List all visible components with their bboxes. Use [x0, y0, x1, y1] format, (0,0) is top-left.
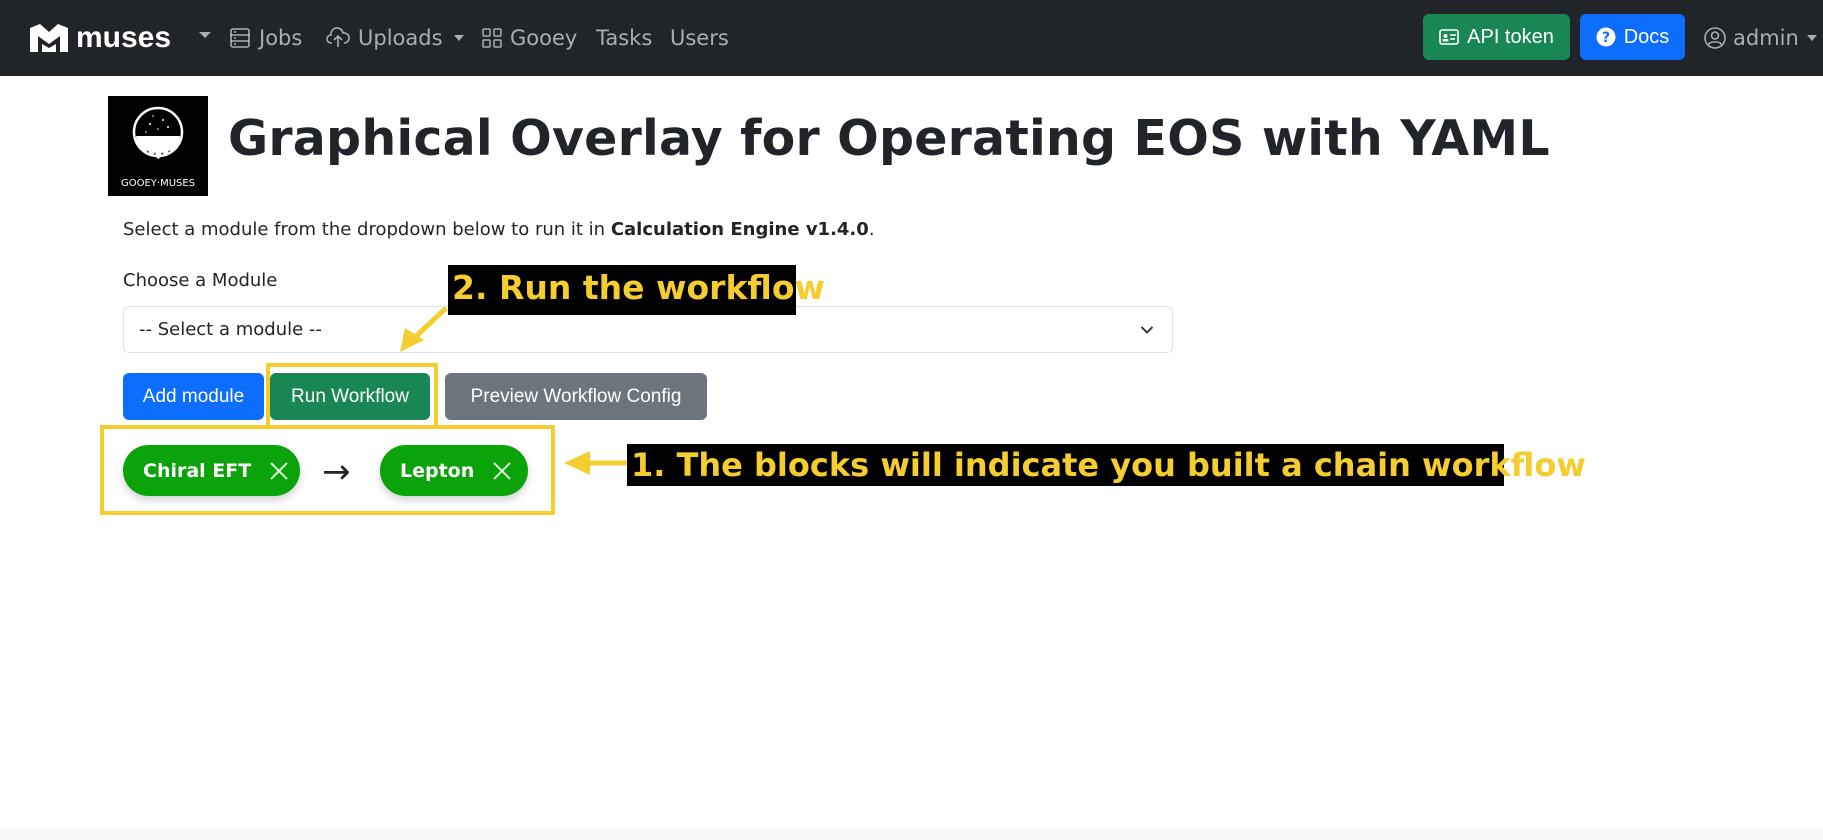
nav-users[interactable]: Users — [670, 20, 729, 56]
annotation-arrow-step-1-icon — [564, 451, 627, 475]
user-dropdown-caret-icon — [1806, 35, 1817, 41]
close-icon[interactable] — [269, 461, 289, 481]
user-name: admin — [1733, 26, 1799, 50]
annotation-step-1: 1. The blocks will indicate you built a … — [627, 444, 1586, 486]
footer-band — [0, 828, 1823, 840]
id-card-icon — [1439, 29, 1459, 45]
module-select-value: -- Select a module -- — [139, 319, 322, 340]
intro-suffix: . — [868, 219, 875, 240]
run-workflow-button[interactable]: Run Workflow — [270, 373, 430, 420]
choose-module-label: Choose a Module — [123, 270, 278, 291]
api-token-label: API token — [1467, 25, 1554, 48]
nav-users-label: Users — [670, 26, 729, 50]
intro-prefix: Select a module from the dropdown below … — [123, 219, 611, 240]
chain-block-label: Lepton — [400, 459, 475, 482]
server-icon — [230, 28, 250, 48]
api-token-button[interactable]: API token — [1423, 14, 1570, 60]
docs-label: Docs — [1623, 25, 1670, 48]
nav-jobs[interactable]: Jobs — [229, 20, 302, 56]
nav-jobs-label: Jobs — [259, 26, 303, 50]
gooey-logo-icon: GOOEY·MUSES — [121, 106, 195, 189]
logo-caption: GOOEY·MUSES — [121, 178, 195, 189]
page-title: Graphical Overlay for Operating EOS with… — [228, 110, 1550, 167]
chain-block-lepton: Lepton — [380, 445, 528, 496]
question-circle-icon: ? — [1596, 27, 1616, 47]
brand-name: muses — [76, 21, 172, 54]
cloud-upload-icon — [326, 27, 350, 47]
nav-uploads-label: Uploads — [358, 26, 443, 50]
muses-logo-icon — [30, 24, 68, 52]
chevron-down-icon — [1140, 326, 1154, 334]
highlight-run-workflow — [266, 363, 438, 429]
close-icon[interactable] — [492, 461, 512, 481]
nav-gooey-label: Gooey — [510, 26, 578, 50]
uploads-dropdown-caret-icon — [453, 35, 464, 41]
docs-button[interactable]: ? Docs — [1580, 14, 1685, 60]
add-module-button[interactable]: Add module — [123, 373, 264, 420]
preview-workflow-config-button[interactable]: Preview Workflow Config — [445, 373, 707, 420]
engine-version: Calculation Engine v1.4.0 — [610, 219, 869, 240]
svg-text:?: ? — [1602, 30, 1610, 46]
highlight-chain-blocks — [100, 425, 555, 515]
nav-tasks[interactable]: Tasks — [596, 20, 652, 56]
nav-gooey[interactable]: Gooey — [482, 20, 577, 56]
user-menu[interactable]: admin — [1704, 20, 1818, 56]
chain-block-label: Chiral EFT — [143, 459, 252, 482]
grid-icon — [482, 28, 502, 48]
annotation-step-2: 2. Run the workflow — [448, 265, 825, 315]
nav-uploads[interactable]: Uploads — [326, 20, 465, 56]
gooey-muses-logo: GOOEY·MUSES — [108, 96, 208, 196]
top-navbar: muses Jobs Uploads — [0, 0, 1823, 76]
brand-link[interactable]: muses — [28, 18, 171, 58]
nav-tasks-label: Tasks — [596, 26, 653, 50]
user-circle-icon — [1704, 27, 1726, 49]
brand-dropdown-caret-icon[interactable] — [198, 30, 212, 40]
intro-text: Select a module from the dropdown below … — [123, 219, 875, 240]
chain-arrow: → — [322, 452, 351, 492]
chain-block-chiral-eft: Chiral EFT — [123, 445, 300, 496]
